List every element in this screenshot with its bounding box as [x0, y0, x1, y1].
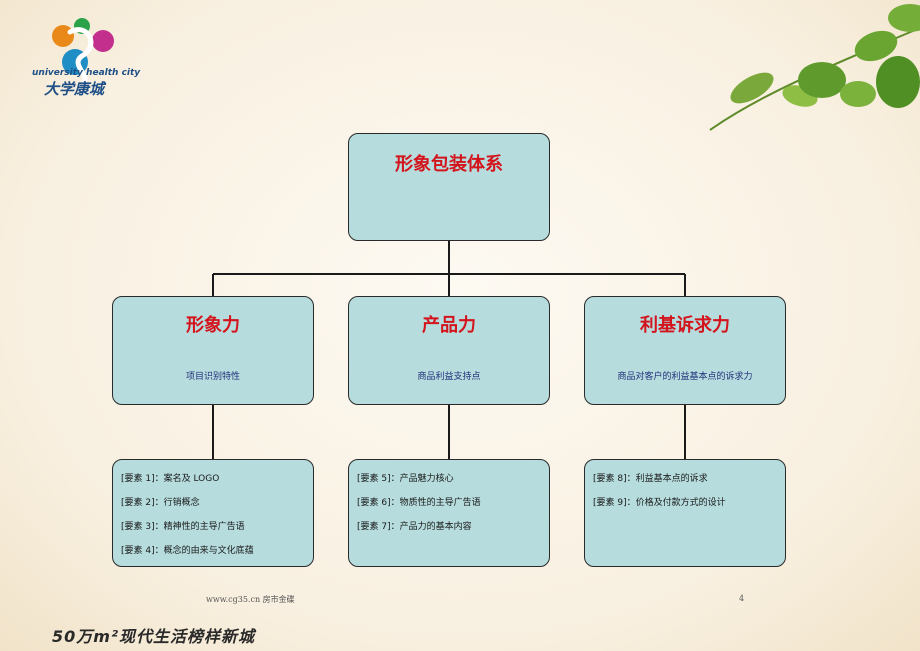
element-item: [要素 8]：利益基本点的诉求: [593, 474, 708, 484]
element-item: [要素 5]：产品魅力核心: [357, 474, 454, 484]
element-item: [要素 6]：物质性的主导广告语: [357, 498, 481, 508]
branch-box-product-power: 产品力 商品利益支持点: [348, 296, 550, 405]
element-item: [要素 9]：价格及付款方式的设计: [593, 498, 726, 508]
branch-subtitle: 商品利益支持点: [417, 372, 481, 382]
page-number: 4: [739, 594, 745, 603]
element-item: [要素 3]：精神性的主导广告语: [121, 522, 245, 532]
elements-box-benefit-appeal: [要素 8]：利益基本点的诉求 [要素 9]：价格及付款方式的设计: [584, 459, 786, 567]
branch-box-benefit-appeal: 利基诉求力 商品对客户的利益基本点的诉求力: [584, 296, 786, 405]
elements-box-image-power: [要素 1]：案名及 LOGO [要素 2]：行销概念 [要素 3]：精神性的主…: [112, 459, 314, 567]
logo-chinese-text: 大学康城: [44, 80, 105, 98]
branch-box-image-power: 形象力 项目识别特性: [112, 296, 314, 405]
element-item: [要素 1]：案名及 LOGO: [121, 474, 220, 484]
branch-title: 产品力: [422, 315, 476, 336]
logo-english-text: university health city: [32, 68, 141, 78]
root-node-title: 形象包装体系: [395, 154, 503, 175]
branch-title: 利基诉求力: [640, 315, 730, 336]
element-item: [要素 4]：概念的由来与文化底蕴: [121, 546, 254, 556]
footer-source-text: www.cg35.cn 房市金碟: [206, 595, 295, 604]
branch-title: 形象力: [186, 315, 240, 336]
footer-slogan: 50万m²现代生活榜样新城: [52, 627, 255, 646]
elements-box-product-power: [要素 5]：产品魅力核心 [要素 6]：物质性的主导广告语 [要素 7]：产品…: [348, 459, 550, 567]
branch-subtitle: 项目识别特性: [185, 372, 240, 382]
element-item: [要素 2]：行销概念: [121, 498, 200, 508]
logo-mark: [52, 18, 114, 85]
element-item: [要素 7]：产品力的基本内容: [357, 522, 472, 532]
leaves-decoration: [709, 4, 920, 131]
branch-subtitle: 商品对客户的利益基本点的诉求力: [617, 372, 753, 382]
root-node-box: 形象包装体系: [348, 133, 550, 241]
